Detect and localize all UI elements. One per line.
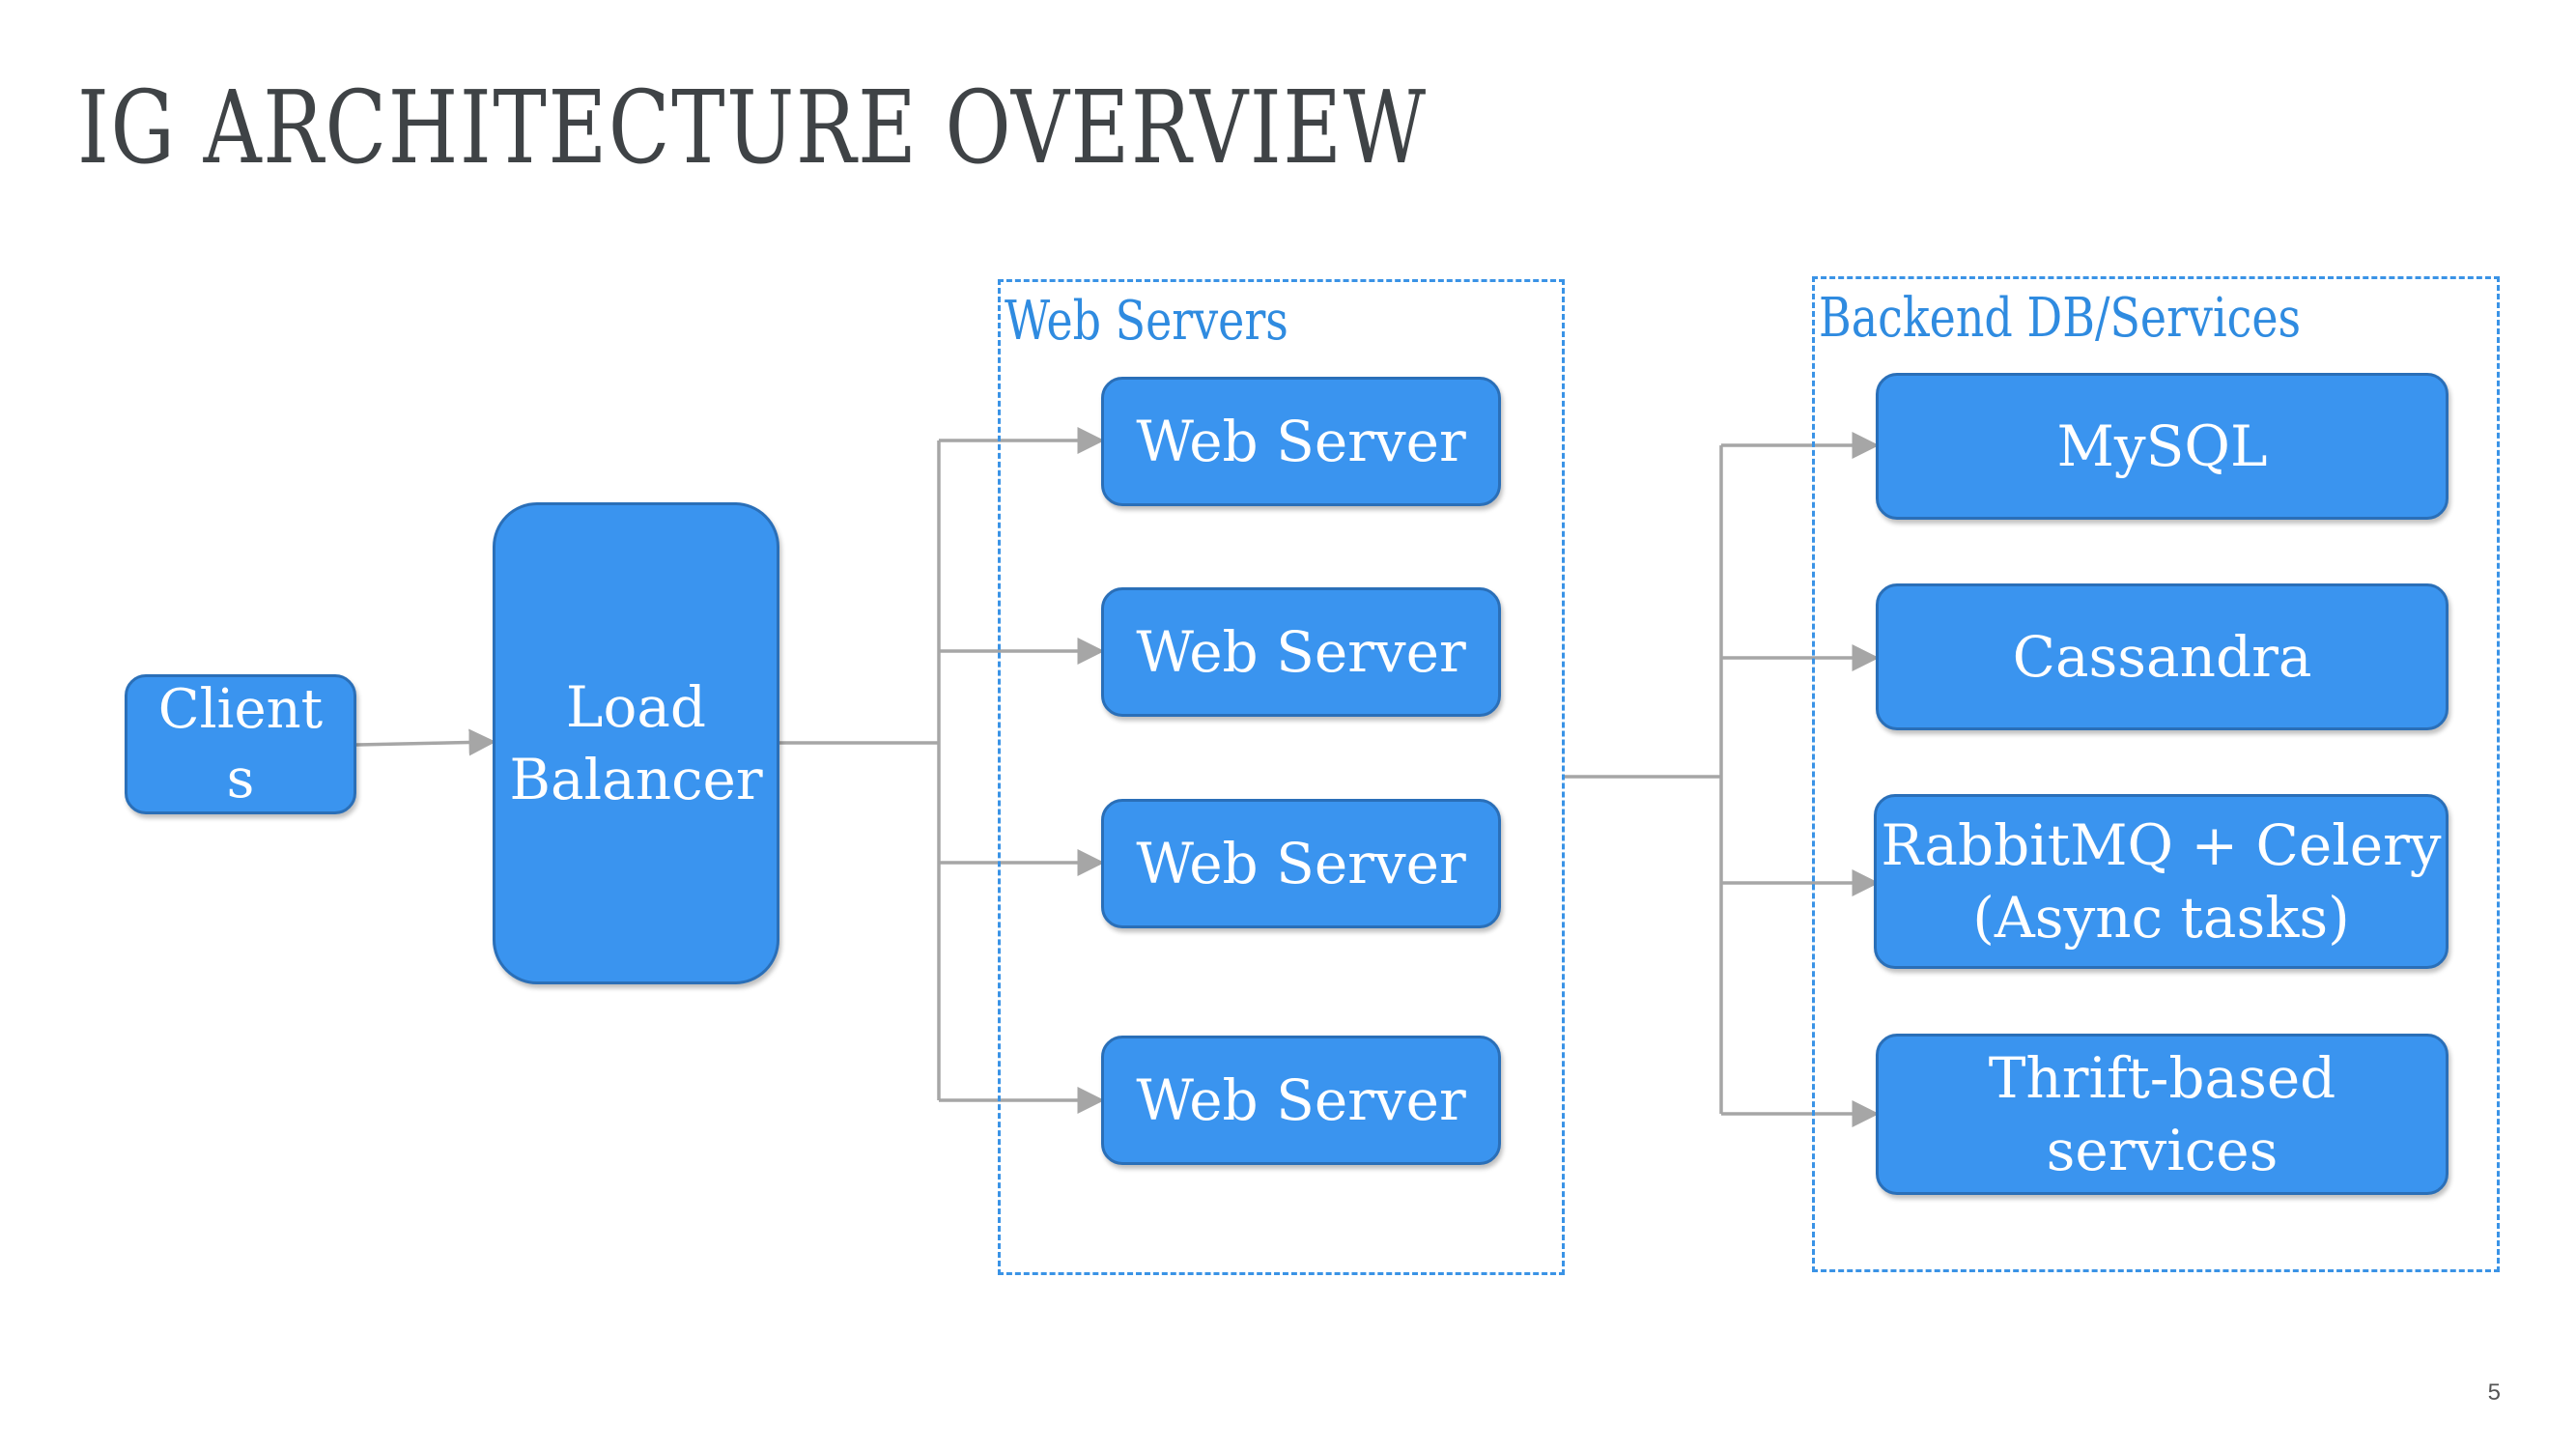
- clients-node-label: Client s: [157, 677, 324, 810]
- rabbitmq-celery-node: RabbitMQ + Celery (Async tasks): [1874, 794, 2449, 969]
- connector-clients-to-lb: [355, 728, 496, 756]
- web-server-node-2-label: Web Server: [1136, 618, 1466, 685]
- web-server-node-1: Web Server: [1101, 377, 1501, 506]
- web-server-node-4-label: Web Server: [1136, 1066, 1466, 1133]
- mysql-node-label: MySQL: [2056, 412, 2268, 479]
- web-server-node-2: Web Server: [1101, 587, 1501, 717]
- cassandra-node: Cassandra: [1876, 583, 2449, 730]
- load-balancer-node: Load Balancer: [493, 502, 779, 984]
- thrift-services-node: Thrift-based services: [1876, 1034, 2449, 1195]
- backend-group: Backend DB/Services: [1812, 276, 2500, 1272]
- rabbitmq-celery-node-label: RabbitMQ + Celery (Async tasks): [1881, 812, 2442, 951]
- load-balancer-node-label: Load Balancer: [509, 674, 763, 812]
- page-title: IG ARCHITECTURE OVERVIEW: [77, 69, 1428, 186]
- page-number: 5: [2487, 1379, 2501, 1406]
- web-servers-group-label: Web Servers: [1005, 290, 1288, 353]
- thrift-services-node-label: Thrift-based services: [1988, 1045, 2336, 1183]
- backend-group-label: Backend DB/Services: [1819, 287, 2302, 350]
- web-servers-group: Web Servers: [998, 279, 1565, 1275]
- cassandra-node-label: Cassandra: [2012, 623, 2312, 690]
- web-server-node-3: Web Server: [1101, 799, 1501, 928]
- web-server-node-3-label: Web Server: [1136, 830, 1466, 896]
- web-server-node-4: Web Server: [1101, 1036, 1501, 1165]
- web-server-node-1-label: Web Server: [1136, 408, 1466, 474]
- clients-node: Client s: [125, 674, 356, 814]
- mysql-node: MySQL: [1876, 373, 2449, 520]
